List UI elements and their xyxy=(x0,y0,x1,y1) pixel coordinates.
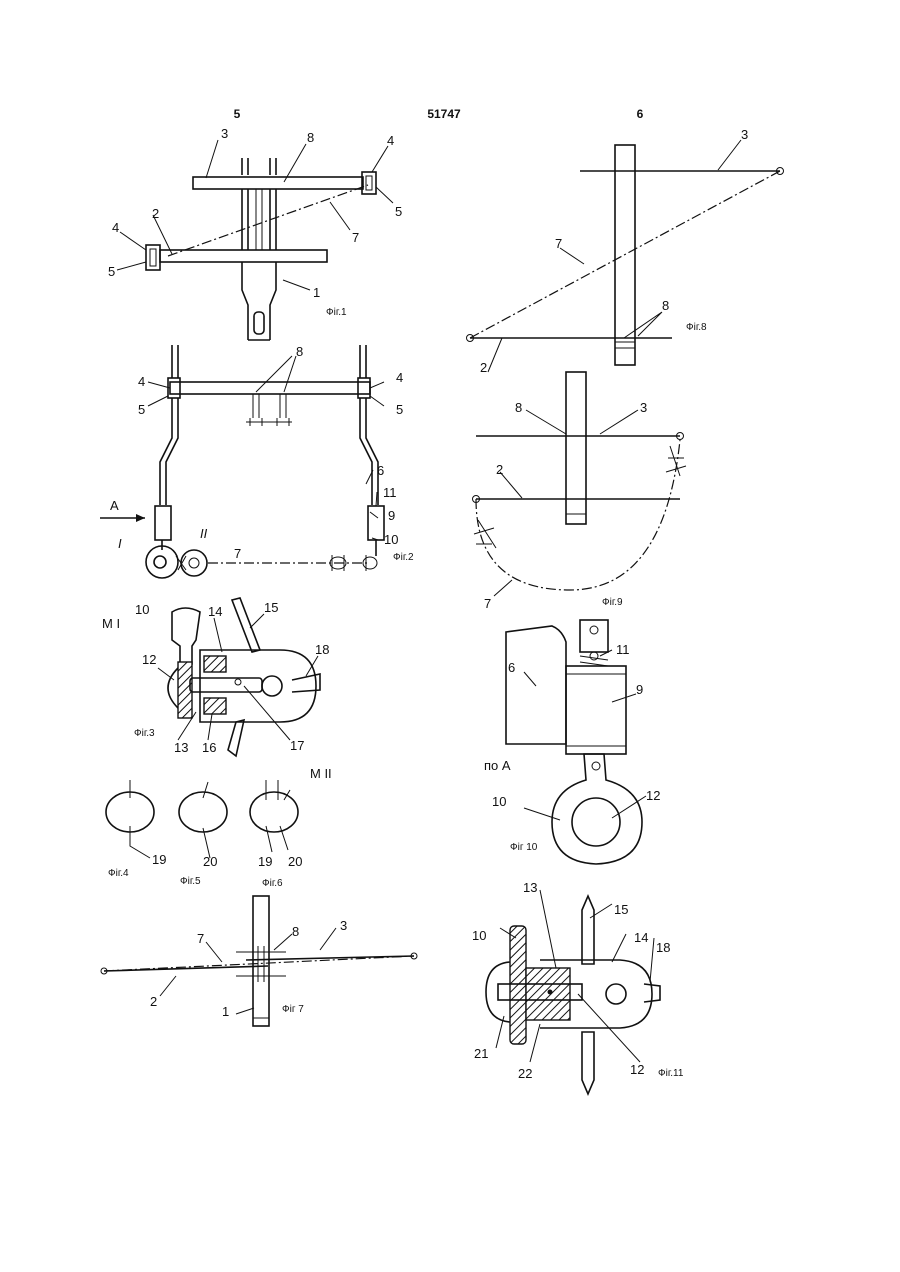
part-number-label: 1 xyxy=(313,285,320,300)
fig8-caption: Фіг.8 xyxy=(686,322,707,333)
part-number-label: 7 xyxy=(197,931,204,946)
part-number-label: 19 xyxy=(258,854,272,869)
part-number-label: 7 xyxy=(352,230,359,245)
fig4-caption: Фіг.4 xyxy=(108,868,129,879)
view-mark-a: по А xyxy=(484,758,511,773)
part-number-label: 4 xyxy=(138,374,145,389)
part-number-label: 15 xyxy=(264,600,278,615)
sleeve-9 xyxy=(368,506,384,540)
fig5-caption: Фіг.5 xyxy=(180,876,201,887)
fig2-bar xyxy=(170,382,370,394)
figure-4: 19 Фіг.4 xyxy=(106,780,166,879)
part-number-label: 7 xyxy=(234,546,241,561)
fig1-caption: Фіг.1 xyxy=(326,307,347,318)
part-number-label: 7 xyxy=(555,236,562,251)
part-number-label: 22 xyxy=(518,1066,532,1081)
part-number-label: 10 xyxy=(384,532,398,547)
figure-1: 3 8 4 5 2 7 4 5 1 Фіг.1 xyxy=(108,126,402,340)
part-number-label: 18 xyxy=(315,642,329,657)
part-number-label: 10 xyxy=(135,602,149,617)
part-number-label: 11 xyxy=(616,642,630,657)
fig2-caption: Фіг.2 xyxy=(393,552,414,563)
part-number-label: 13 xyxy=(523,880,537,895)
part-number-label: 6 xyxy=(377,463,384,478)
part-number-label: 10 xyxy=(492,794,506,809)
part-number-label: 10 xyxy=(472,928,486,943)
part-number-label: 1 xyxy=(222,1004,229,1019)
fig10-caption: Фіг 10 xyxy=(510,842,538,853)
clamp-4-right xyxy=(362,172,376,194)
part-number-label: 3 xyxy=(640,400,647,415)
part-number-label: 20 xyxy=(288,854,302,869)
part-number-label: 13 xyxy=(174,740,188,755)
part-number-label: 14 xyxy=(208,604,222,619)
figure-9: 8 3 2 7 Фіг.9 xyxy=(473,372,687,611)
figure-11: 13 15 10 14 18 21 22 12 Фіг.11 xyxy=(472,880,684,1094)
part-number-label: 5 xyxy=(395,204,402,219)
part-number-label: 12 xyxy=(646,788,660,803)
part-number-label: 8 xyxy=(292,924,299,939)
part-number-label: 19 xyxy=(152,852,166,867)
part-number-label: 3 xyxy=(741,127,748,142)
view-mark-m2: М II xyxy=(310,766,332,781)
bar-3 xyxy=(193,177,363,189)
part-number-label: 2 xyxy=(152,206,159,221)
part-number-label: 16 xyxy=(202,740,216,755)
figure-6: М II 19 20 Фіг.6 xyxy=(250,766,332,889)
figure-3: М I 10 14 15 18 12 13 16 17 Фіг.3 xyxy=(102,598,329,756)
part-number-label: 14 xyxy=(634,930,648,945)
figure-5: 20 Фіг.5 xyxy=(179,782,227,887)
fig9-caption: Фіг.9 xyxy=(602,597,623,608)
part-number-label: 2 xyxy=(150,994,157,1009)
part-number-label: 9 xyxy=(388,508,395,523)
part-number-label: 15 xyxy=(614,902,628,917)
figure-8: 3 7 8 2 Фіг.8 xyxy=(467,127,784,375)
part-number-label: 21 xyxy=(474,1046,488,1061)
view-mark-m1: М I xyxy=(102,616,120,631)
part-number-label: II xyxy=(200,526,208,541)
part-number-label: 8 xyxy=(515,400,522,415)
figure-2: 8 4 5 4 5 6 11 9 10 7 A I II Фіг.2 xyxy=(100,344,414,578)
bar-2 xyxy=(160,250,327,262)
figure-7: 7 8 3 2 1 Фіг 7 xyxy=(101,896,417,1026)
part-number-label: A xyxy=(110,498,119,513)
part-number-label: 2 xyxy=(480,360,487,375)
left-page-number: 5 xyxy=(234,107,241,121)
part-number-label: 4 xyxy=(387,133,394,148)
page-header: 5 51747 6 xyxy=(234,107,644,121)
patent-number: 51747 xyxy=(427,107,461,121)
fig11-caption: Фіг.11 xyxy=(658,1068,684,1079)
part-number-label: 8 xyxy=(307,130,314,145)
part-number-label: 11 xyxy=(383,485,397,500)
right-page-number: 6 xyxy=(637,107,644,121)
part-number-label: 4 xyxy=(396,370,403,385)
part-number-label: 8 xyxy=(662,298,669,313)
part-number-label: 2 xyxy=(496,462,503,477)
fig7-caption: Фіг 7 xyxy=(282,1004,304,1015)
part-number-label: 4 xyxy=(112,220,119,235)
part-number-label: 7 xyxy=(484,596,491,611)
part-number-label: 3 xyxy=(221,126,228,141)
part-number-label: I xyxy=(118,536,122,551)
part-number-label: 9 xyxy=(636,682,643,697)
part-number-label: 5 xyxy=(108,264,115,279)
part-number-label: 5 xyxy=(396,402,403,417)
part-number-label: 6 xyxy=(508,660,515,675)
part-number-label: 12 xyxy=(630,1062,644,1077)
fig6-caption: Фіг.6 xyxy=(262,878,283,889)
part-number-label: 17 xyxy=(290,738,304,753)
part-number-label: 18 xyxy=(656,940,670,955)
figure-10: 11 6 9 10 12 по А Фіг 10 xyxy=(484,620,660,864)
part-number-label: 5 xyxy=(138,402,145,417)
part-number-label: 3 xyxy=(340,918,347,933)
fig3-caption: Фіг.3 xyxy=(134,728,155,739)
part-number-label: 8 xyxy=(296,344,303,359)
part-number-label: 12 xyxy=(142,652,156,667)
part-number-label: 20 xyxy=(203,854,217,869)
